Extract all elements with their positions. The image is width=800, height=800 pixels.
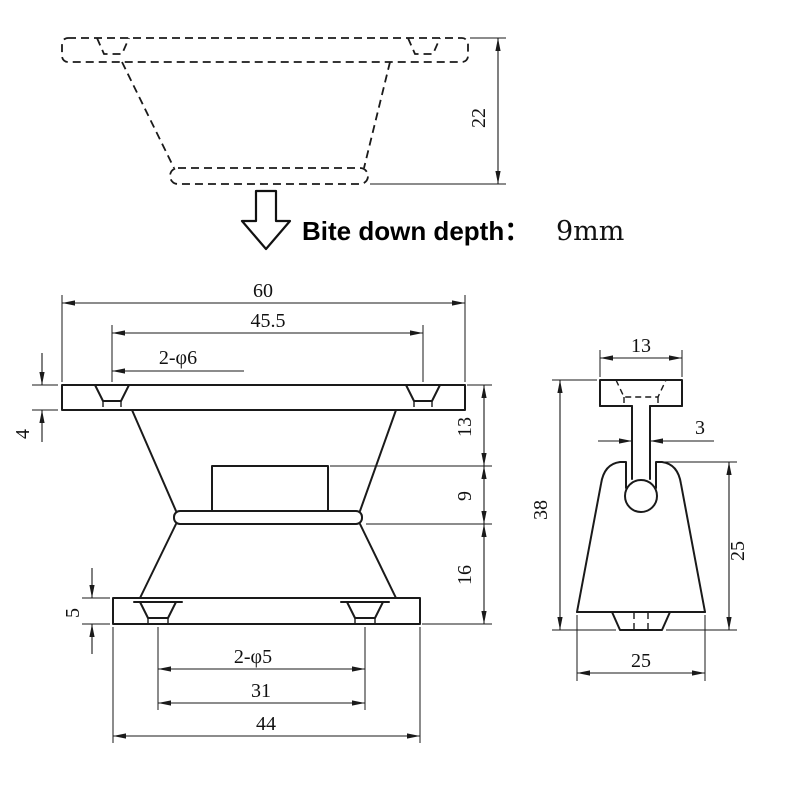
front-plate xyxy=(61,384,466,411)
front-body-slant-left xyxy=(131,409,177,512)
callout-top-holes-label: 2-φ6 xyxy=(159,347,197,369)
top-view-countersink-left xyxy=(96,37,130,55)
dim-front-width: 60 xyxy=(61,280,466,382)
side-body-left xyxy=(576,461,627,613)
front-socket-slant-right xyxy=(359,523,397,599)
dim-top-height: 22 xyxy=(370,37,506,185)
dim-side-height: 38 xyxy=(530,379,616,631)
side-countersink xyxy=(615,379,667,398)
top-view-slant-right xyxy=(363,61,391,169)
top-view-countersink-right xyxy=(407,37,441,55)
dim-lower-height-label: 16 xyxy=(454,565,476,585)
dim-base-width-label: 44 xyxy=(256,713,276,735)
bite-depth-value: 9mm xyxy=(556,216,624,247)
callout-top-holes: 2-φ6 xyxy=(112,347,244,374)
side-view: 13 3 38 25 25 xyxy=(530,335,749,681)
dim-stem-width: 3 xyxy=(598,417,714,444)
dim-stem-width-label: 3 xyxy=(695,417,705,439)
side-body-right xyxy=(655,461,706,613)
dim-front-hole-span-label: 45.5 xyxy=(251,310,286,332)
side-boss xyxy=(611,611,671,631)
dim-side-flange-width-label: 13 xyxy=(631,335,651,357)
front-socket-slant-left xyxy=(139,523,177,599)
dim-right-stack: 13 9 16 xyxy=(330,384,492,625)
side-flange xyxy=(599,379,683,407)
top-view-slant-left xyxy=(121,61,175,169)
bite-depth-label: Bite down depth： xyxy=(302,216,530,246)
side-slot-circle xyxy=(624,479,658,513)
dim-front-width-label: 60 xyxy=(253,280,273,302)
front-boss-right xyxy=(346,601,384,619)
dim-bite-height-label: 9 xyxy=(454,491,476,501)
dim-side-base-width: 25 xyxy=(576,615,706,681)
caption-group: Bite down depth： 9mm xyxy=(240,189,624,251)
front-pad xyxy=(173,510,363,525)
front-countersink-left xyxy=(94,384,130,402)
dim-side-base-width-label: 25 xyxy=(631,650,651,672)
dim-plate-thickness-label: 4 xyxy=(12,429,34,439)
dim-upper-height-label: 13 xyxy=(454,417,476,437)
dim-side-body-height: 25 xyxy=(664,461,749,631)
dim-base-flange-label: 5 xyxy=(62,608,84,618)
front-view: 60 45.5 2-φ6 4 xyxy=(12,280,492,743)
down-arrow-icon xyxy=(240,189,292,251)
front-base xyxy=(112,597,421,625)
dim-base-flange: 5 xyxy=(62,568,110,654)
dim-side-height-label: 38 xyxy=(530,500,552,520)
callout-bottom-holes-label: 2-φ5 xyxy=(234,646,272,668)
dim-top-height-label: 22 xyxy=(468,108,490,128)
top-view-pad-outline xyxy=(169,167,369,185)
dim-side-body-height-label: 25 xyxy=(727,541,749,561)
front-body-slant-right xyxy=(359,409,397,512)
dim-hole-pitch-label: 31 xyxy=(251,680,271,702)
dim-plate-thickness: 4 xyxy=(12,353,58,442)
top-view: 22 xyxy=(61,37,506,185)
top-view-flange-outline xyxy=(61,37,469,63)
dim-bottom-stack: 2-φ5 31 44 xyxy=(112,627,421,743)
dim-side-flange-width: 13 xyxy=(599,335,683,377)
front-tongue xyxy=(211,465,329,512)
front-boss-left xyxy=(139,601,177,619)
front-countersink-right xyxy=(405,384,441,402)
